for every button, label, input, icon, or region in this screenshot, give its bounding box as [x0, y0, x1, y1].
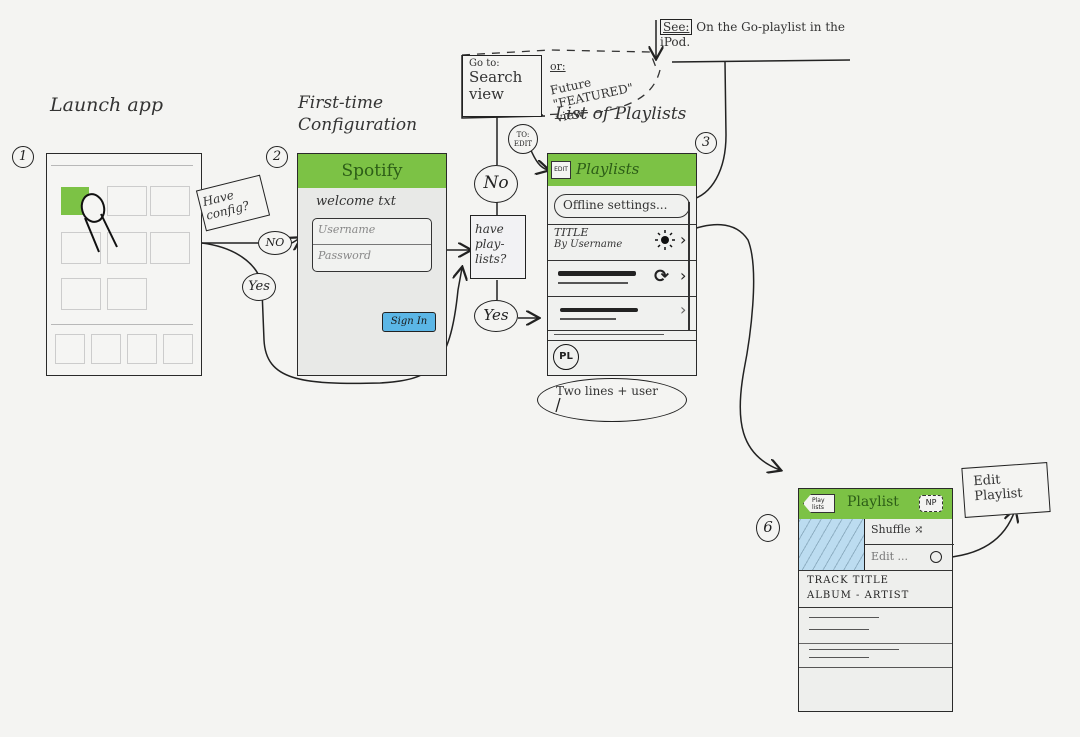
have-playlists-text: have play-lists? [475, 222, 507, 266]
track-row[interactable] [799, 607, 952, 643]
playlist-subtitle: By Username [554, 239, 623, 250]
dock-icon[interactable] [127, 334, 157, 364]
offline-settings-button[interactable]: Offline settings... [554, 194, 690, 218]
offline-sun-icon [655, 230, 675, 250]
chevron-right-icon: › [680, 230, 687, 249]
step-number-6: 6 [756, 514, 780, 542]
app-icon[interactable] [61, 232, 101, 264]
dock-icon[interactable] [55, 334, 85, 364]
app-icon[interactable] [150, 186, 190, 216]
password-field[interactable]: Password [318, 249, 372, 262]
spotify-title: Spotify [341, 161, 403, 181]
sign-in-button[interactable]: Sign In [382, 312, 436, 332]
welcome-text: welcome txt [316, 194, 397, 209]
playlists-header: EDIT Playlists [548, 154, 696, 186]
app-icon[interactable] [107, 186, 147, 216]
dock-icon[interactable] [163, 334, 193, 364]
shuffle-icon: ⤮ [914, 523, 924, 536]
list-of-playlists-label: List of Playlists [555, 104, 687, 124]
edit-playlist-text: Edit Playlist [972, 472, 1024, 505]
login-form: Username Password [312, 218, 432, 272]
back-button-playlists[interactable]: Play lists [803, 494, 835, 513]
edit-button[interactable]: Edit ... [871, 550, 908, 563]
launch-app-label: Launch app [50, 94, 163, 116]
go-to-text: Go to: [469, 58, 500, 69]
playlist-title: TITLE [554, 226, 589, 239]
now-playing-button[interactable]: NP [919, 495, 943, 512]
track-title: TRACK TITLE [807, 575, 889, 586]
app-icon[interactable] [61, 278, 101, 310]
finger-tap-icon [80, 193, 118, 253]
playlists-title: Playlists [576, 160, 640, 178]
screen-6-playlist: Play lists Playlist NP Shuffle ⤮ Edit ..… [798, 488, 954, 712]
pl-button[interactable]: PL [553, 344, 579, 370]
see-label: See: [660, 19, 693, 35]
shuffle-button[interactable]: Shuffle ⤮ [871, 523, 923, 536]
have-playlists-note: have play-lists? [470, 215, 526, 279]
app-icon[interactable] [107, 278, 147, 310]
step-number-1: 1 [12, 146, 34, 168]
decision-no-playlists: No [474, 165, 518, 203]
search-view-note: Go to: Search view [462, 55, 542, 117]
shuffle-label: Shuffle [871, 523, 911, 536]
decision-no-config: NO [258, 231, 292, 255]
edit-circle-icon [930, 551, 942, 563]
step-number-2: 2 [266, 146, 288, 168]
on-the-go-note: See: On the Go-playlist in the iPod. [660, 19, 870, 50]
playlist-row[interactable]: TITLE By Username › [548, 224, 696, 260]
track-row[interactable] [799, 643, 952, 669]
on-the-go-text: On the Go-playlist in the iPod. [660, 20, 845, 49]
login-header: Spotify [298, 154, 446, 188]
playlist-row[interactable]: › [548, 296, 696, 330]
to-edit-bubble: TO: EDIT [508, 124, 538, 154]
search-view-text: Search view [469, 68, 523, 103]
sync-icon: ⟳ [654, 266, 670, 287]
album-artist: ALBUM - ARTIST [807, 590, 910, 601]
app-icon[interactable] [150, 232, 190, 264]
playlist-header: Play lists Playlist NP [799, 489, 952, 519]
app-icon[interactable] [107, 232, 147, 264]
step-number-3: 3 [695, 132, 717, 154]
or-text: or: [550, 60, 566, 73]
username-field[interactable]: Username [313, 219, 431, 245]
scrollbar[interactable] [688, 202, 690, 330]
dock-icon[interactable] [91, 334, 121, 364]
two-lines-user-note: Two lines + user [537, 378, 687, 422]
screen-1-home [46, 153, 202, 376]
album-art [799, 519, 865, 570]
playlist-title: Playlist [847, 494, 899, 510]
screen-2-login: Spotify welcome txt Username Password Si… [297, 153, 447, 376]
first-time-config-label: First-time Configuration [298, 93, 418, 135]
screen-3-playlists: EDIT Playlists Offline settings... TITLE… [547, 153, 697, 376]
decision-yes-playlists: Yes [474, 300, 518, 332]
chevron-right-icon: › [680, 266, 687, 285]
edit-playlist-note: Edit Playlist [961, 462, 1051, 518]
playlist-row[interactable]: ⟳ › [548, 260, 696, 296]
have-config-text: Have config? [201, 187, 251, 223]
edit-button[interactable]: EDIT [551, 161, 571, 179]
decision-yes-config: Yes [242, 273, 276, 301]
chevron-right-icon: › [680, 300, 687, 319]
